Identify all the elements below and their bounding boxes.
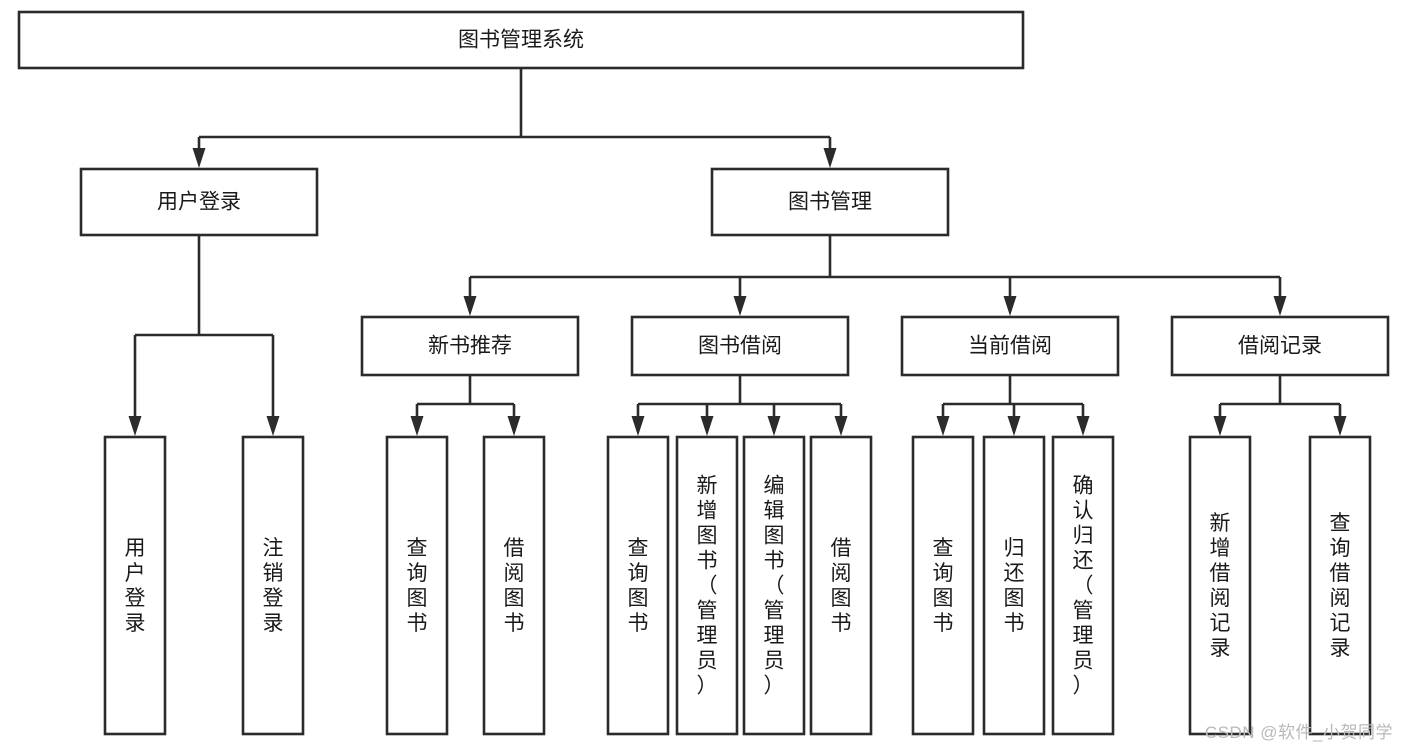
- node-label: 查询借阅记录: [1330, 512, 1351, 660]
- node-label: 借阅图书: [504, 537, 525, 635]
- arrow-head-icon: [733, 296, 747, 316]
- node-leaf-user-login[interactable]: 用户登录: [103, 435, 167, 736]
- node-box: [1308, 435, 1372, 736]
- arrow-head-icon: [1273, 296, 1287, 316]
- connector-group-borrow: [631, 375, 848, 436]
- node-label: 用户登录: [157, 191, 241, 214]
- node-box: [982, 435, 1046, 736]
- node-box: [482, 435, 546, 736]
- node-newbook[interactable]: 新书推荐: [360, 315, 580, 377]
- node-label: 当前借阅: [968, 335, 1052, 358]
- node-box: [900, 315, 1120, 377]
- node-label: 查询图书: [628, 537, 649, 635]
- arrow-head-icon: [936, 416, 950, 436]
- node-root[interactable]: 图书管理系统: [17, 10, 1025, 70]
- node-label: 确认归还（管理员）: [1073, 475, 1094, 698]
- node-leaf-edit-book[interactable]: 编辑图书（管理员）: [742, 435, 806, 736]
- arrow-head-icon: [823, 148, 837, 168]
- arrow-head-icon: [1213, 416, 1227, 436]
- node-box: [103, 435, 167, 736]
- arrow-head-icon: [192, 148, 206, 168]
- node-leaf-logout[interactable]: 注销登录: [241, 435, 305, 736]
- node-box: [809, 435, 873, 736]
- arrow-head-icon: [507, 416, 521, 436]
- node-box: [360, 315, 580, 377]
- node-leaf-add-book[interactable]: 新增图书（管理员）: [675, 435, 739, 736]
- connector-group-newbook: [410, 375, 521, 436]
- connector-group-root: [192, 68, 837, 168]
- node-label: 图书管理: [788, 191, 872, 214]
- node-box: [1051, 435, 1115, 736]
- node-label: 借阅记录: [1238, 335, 1322, 358]
- connector-group-record: [1213, 375, 1347, 436]
- arrow-head-icon: [631, 416, 645, 436]
- node-label: 图书管理系统: [458, 29, 584, 52]
- node-leaf-add-record[interactable]: 新增借阅记录: [1188, 435, 1252, 736]
- node-label: 借阅图书: [831, 537, 852, 635]
- node-label: 新增借阅记录: [1210, 512, 1231, 660]
- node-box: [1170, 315, 1390, 377]
- node-leaf-borrow-book-2[interactable]: 借阅图书: [809, 435, 873, 736]
- node-leaf-query-book-3[interactable]: 查询图书: [911, 435, 975, 736]
- arrow-head-icon: [266, 416, 280, 436]
- node-box: [17, 10, 1025, 70]
- connector-group-current: [936, 375, 1090, 436]
- node-login[interactable]: 用户登录: [79, 167, 319, 237]
- node-borrow[interactable]: 图书借阅: [630, 315, 850, 377]
- node-leaf-borrow-book-1[interactable]: 借阅图书: [482, 435, 546, 736]
- node-box: [606, 435, 670, 736]
- node-label: 归还图书: [1004, 537, 1025, 635]
- node-current[interactable]: 当前借阅: [900, 315, 1120, 377]
- node-label: 注销登录: [263, 537, 284, 635]
- node-box: [1188, 435, 1252, 736]
- node-bookmgmt[interactable]: 图书管理: [710, 167, 950, 237]
- node-record[interactable]: 借阅记录: [1170, 315, 1390, 377]
- arrow-head-icon: [410, 416, 424, 436]
- node-leaf-return-book[interactable]: 归还图书: [982, 435, 1046, 736]
- node-label: 新增图书（管理员）: [697, 475, 718, 698]
- arrow-head-icon: [700, 416, 714, 436]
- node-leaf-query-book-2[interactable]: 查询图书: [606, 435, 670, 736]
- node-box: [675, 435, 739, 736]
- arrow-head-icon: [1076, 416, 1090, 436]
- node-label: 查询图书: [407, 537, 428, 635]
- node-leaf-query-book-1[interactable]: 查询图书: [385, 435, 449, 736]
- node-box: [241, 435, 305, 736]
- node-label: 查询图书: [933, 537, 954, 635]
- arrow-head-icon: [128, 416, 142, 436]
- node-box: [911, 435, 975, 736]
- watermark-label: CSDN @软件_小贺同学: [1204, 723, 1393, 742]
- node-box: [630, 315, 850, 377]
- arrow-head-icon: [1007, 416, 1021, 436]
- node-leaf-query-record[interactable]: 查询借阅记录: [1308, 435, 1372, 736]
- node-box: [742, 435, 806, 736]
- connector-layer: [128, 68, 1347, 436]
- connector-group-bookmgmt: [463, 235, 1287, 316]
- node-box: [79, 167, 319, 237]
- connector-group-login: [128, 235, 280, 436]
- node-leaf-confirm-return[interactable]: 确认归还（管理员）: [1051, 435, 1115, 736]
- arrow-head-icon: [834, 416, 848, 436]
- arrow-head-icon: [767, 416, 781, 436]
- arrow-head-icon: [1003, 296, 1017, 316]
- arrow-head-icon: [1333, 416, 1347, 436]
- node-label: 用户登录: [125, 537, 146, 635]
- node-label: 编辑图书（管理员）: [764, 475, 785, 698]
- node-label: 新书推荐: [428, 335, 512, 358]
- node-box: [385, 435, 449, 736]
- node-box: [710, 167, 950, 237]
- node-label: 图书借阅: [698, 335, 782, 358]
- arrow-head-icon: [463, 296, 477, 316]
